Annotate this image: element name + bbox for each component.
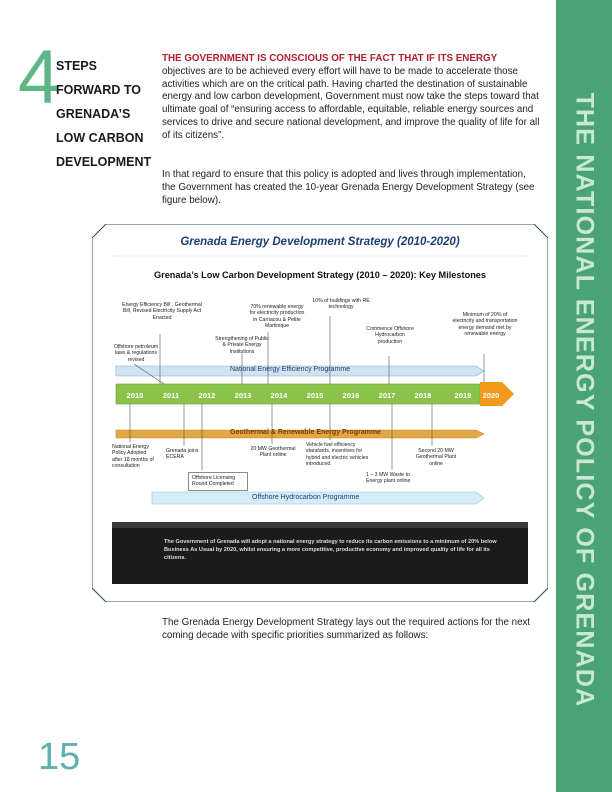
milestone-offshore-laws: Offshore petroleum laws & regulations re… [113,344,159,363]
year-label: 2010 [126,391,144,400]
year-label: 2014 [270,391,288,400]
sidebar-band [556,0,612,792]
year-label: 2019 [454,391,472,400]
paragraph-3: The Grenada Energy Development Strategy … [162,617,531,641]
milestone-institutions: Strengthening of Public & Private Energy… [215,336,269,355]
programme-offshore: Offshore Hydrocarbon Programme [252,494,360,501]
milestone-hydrocarbon: Commence Offshore Hydrocarbon production [366,326,414,345]
figure-title: Grenada Energy Development Strategy (201… [180,236,460,248]
milestone-bills: Energy Efficiency Bill , Geothermal Bill… [122,302,202,321]
figure-banner-statement: The Government of Grenada will adopt a n… [164,539,497,561]
year-label: 2012 [198,391,216,400]
intro-paragraph: THE GOVERNMENT IS CONSCIOUS OF THE FACT … [162,53,540,143]
programme-efficiency: National Energy Efficiency Programme [230,366,351,373]
figure-graphics [92,224,548,602]
lead-sentence: THE GOVERNMENT IS CONSCIOUS OF THE FACT … [162,53,498,64]
milestone-geothermal-20mw: 20 MW Geothermal Plant online [250,446,296,459]
strategy-figure: Grenada Energy Development Strategy (201… [92,224,548,602]
milestone-second-geothermal: Second 20 MW Geothermal Plant online [415,448,457,467]
year-label: 2016 [342,391,360,400]
section-heading: STEPS FORWARD TO GRENADA’S LOW CARBON DE… [56,54,166,174]
heading-line: DEVELOPMENT [56,155,152,169]
page-number: 15 [38,736,81,778]
paragraph-2: In that regard to ensure that this polic… [162,169,535,206]
year-label: 2020 [482,391,500,400]
year-label: 2018 [414,391,432,400]
milestone-waste-to-energy: 1 – 3 MW Waste to Energy plant online [366,472,411,485]
milestone-vehicle-standards: Vehicle fuel efficiency standards, incen… [306,442,369,468]
year-label: 2011 [162,391,180,400]
sidebar-title: THE NATIONAL ENERGY POLICY OF GRENADA [570,92,599,708]
milestone-buildings: 10% of buildings with RE technology [312,298,370,311]
heading-line: FORWARD TO [56,83,141,97]
section-number: 4 [18,35,61,120]
year-label: 2013 [234,391,252,400]
year-label: 2017 [378,391,396,400]
milestone-20-percent: Minimum of 20% of electricity and transp… [452,312,518,338]
paragraph-text: objectives are to be achieved every effo… [162,65,540,141]
milestone-ecera: Grenada joins ECERA [166,448,199,461]
heading-line: GRENADA’S [56,107,131,121]
milestone-policy-adopted: National Energy Policy Adopted after 18 … [112,444,154,470]
heading-line: STEPS [56,59,97,73]
heading-line: LOW CARBON [56,131,144,145]
milestone-licensing: Offshore Licensing Round Completed [188,472,248,491]
year-label: 2015 [306,391,324,400]
milestone-carriacou: 70% renewable energy for electricity pro… [249,304,305,330]
figure-subtitle: Grenada’s Low Carbon Development Strateg… [153,270,487,280]
programme-geothermal: Geothermal & Renewable Energy Programme [230,429,381,436]
